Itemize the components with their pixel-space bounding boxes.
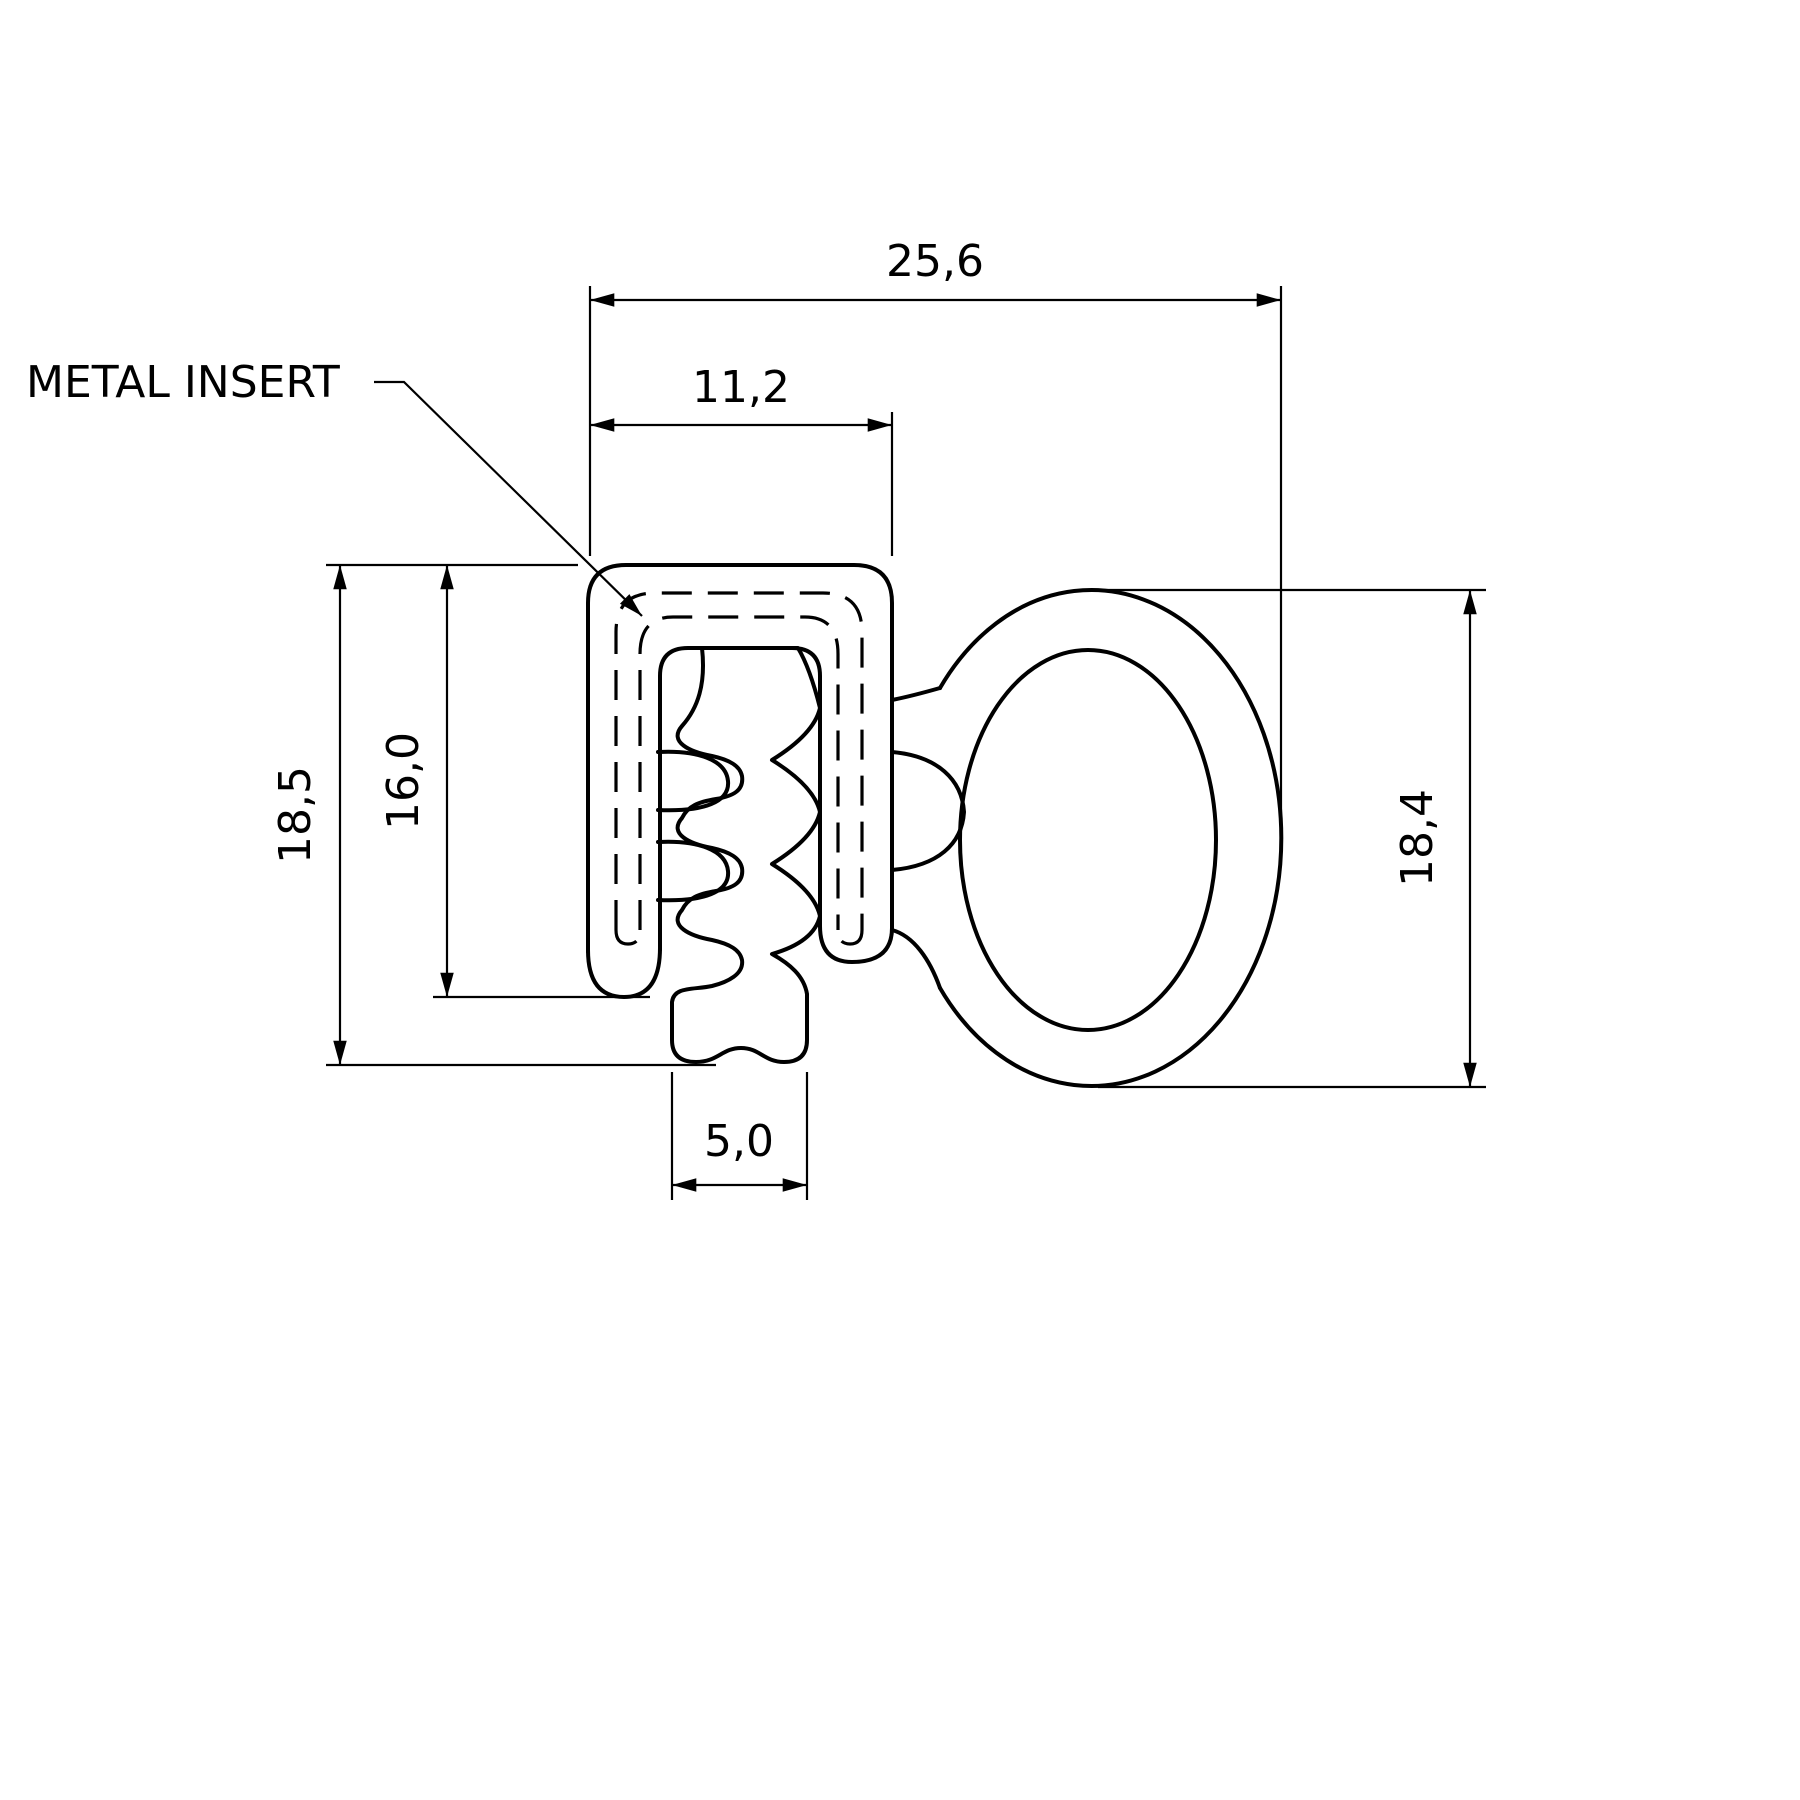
- clamp-right-leg-cap: [818, 924, 894, 964]
- dim-label-total-height: 18,5: [270, 766, 321, 864]
- metal-insert-dashed-outer: [614, 591, 864, 930]
- clamp-outer-outline: [586, 563, 894, 954]
- dim-label-clamp-width: 11,2: [692, 362, 790, 413]
- seal-profile: [586, 563, 1284, 1088]
- bulb-outer-outline: [938, 588, 1284, 1088]
- metal-insert-leader-line: [374, 380, 643, 617]
- dim-label-clamp-height: 16,0: [378, 732, 429, 830]
- bulb-inner-outline: [958, 648, 1218, 1032]
- lower-arm-edge: [890, 928, 942, 990]
- metal-insert-label: METAL INSERT: [26, 357, 340, 408]
- gripper-bump-upper: [656, 749, 731, 813]
- clamp-left-leg-cap: [586, 946, 662, 999]
- dim-label-bulb-height: 18,4: [1392, 789, 1443, 887]
- dim-label-overall-width: 25,6: [886, 236, 984, 287]
- dimension-annotations: 25,6 11,2 18,5 16,0 18,4 5,0 METAL INSER…: [26, 236, 1486, 1200]
- upper-arm-edge: [890, 686, 942, 702]
- metal-insert-dashed-ends: [614, 929, 864, 946]
- dim-label-gripper-width: 5,0: [704, 1116, 774, 1167]
- gripper-bump-lower: [656, 839, 731, 903]
- arm-notch: [890, 750, 966, 872]
- metal-insert-dashed-inner: [638, 615, 840, 930]
- gripper-fir-tree: [670, 646, 822, 1064]
